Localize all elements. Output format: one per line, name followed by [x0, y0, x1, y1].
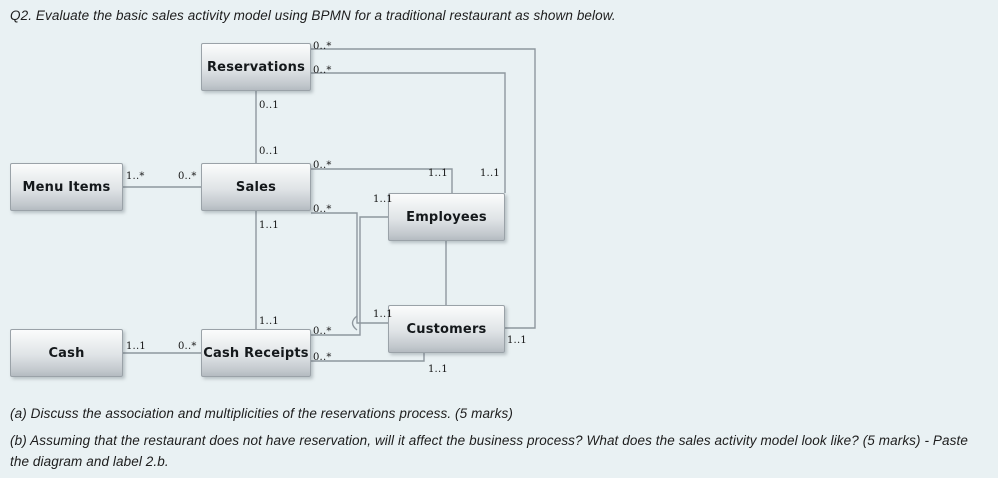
multiplicity-res-bottom: 0..1	[259, 100, 279, 111]
multiplicity-sales-right-top: 0..*	[313, 160, 332, 171]
multiplicity-cust-left: 1..1	[373, 309, 393, 320]
connector-line-hop	[351, 315, 358, 331]
entity-label-employees: Employees	[406, 209, 487, 225]
multiplicity-emp-top-right: 1..1	[480, 168, 500, 179]
connector-sales-to-customers	[311, 212, 388, 324]
multiplicity-res-right-bottom: 0..*	[313, 65, 332, 76]
multiplicity-cust-right: 1..1	[507, 335, 527, 346]
connector-reservations-to-customers	[311, 48, 536, 329]
multiplicity-cr-left: 0..*	[178, 341, 197, 352]
entity-box-menu-items[interactable]: Menu Items	[10, 163, 123, 211]
connector-reservations-to-employees	[311, 72, 506, 193]
multiplicity-sales-right-bottom: 0..*	[313, 204, 332, 215]
question-part-b: (b) Assuming that the restaurant does no…	[10, 433, 968, 469]
multiplicity-sales-bottom: 1..1	[259, 220, 279, 231]
multiplicity-cr-top: 1..1	[259, 316, 279, 327]
entity-label-cash-receipts: Cash Receipts	[203, 345, 309, 361]
entity-box-cash[interactable]: Cash	[10, 329, 123, 377]
diagram-connectors	[123, 48, 536, 362]
multiplicity-emp-left: 1..1	[373, 194, 393, 205]
entity-label-reservations: Reservations	[206, 59, 306, 75]
entity-label-cash: Cash	[48, 345, 85, 361]
multiplicity-sales-top: 0..1	[259, 146, 279, 157]
multiplicity-cr-right-bottom: 0..*	[313, 352, 332, 363]
connector-cash-receipts-to-customers	[311, 353, 425, 362]
entity-label-menu-items: Menu Items	[22, 179, 111, 195]
multiplicity-cash-right: 1..1	[126, 341, 146, 352]
multiplicity-menu-items-right: 1..*	[126, 171, 145, 182]
multiplicity-sales-left: 0..*	[178, 171, 197, 182]
multiplicity-emp-top-left: 1..1	[428, 168, 448, 179]
multiplicity-cr-right-top: 0..*	[313, 326, 332, 337]
multiplicity-res-right-top: 0..*	[313, 41, 332, 52]
entity-label-sales: Sales	[235, 179, 277, 195]
entity-box-sales[interactable]: Sales	[201, 163, 311, 211]
entity-label-customers: Customers	[406, 321, 487, 337]
multiplicity-cust-bottom: 1..1	[428, 364, 448, 375]
connector-cash-receipts-to-employees	[311, 216, 388, 336]
connector-sales-to-employees	[311, 168, 453, 193]
entity-box-reservations[interactable]: Reservations	[201, 43, 311, 91]
entity-box-employees[interactable]: Employees	[388, 193, 505, 241]
entity-box-customers[interactable]: Customers	[388, 305, 505, 353]
entity-box-cash-receipts[interactable]: Cash Receipts	[201, 329, 311, 377]
question-part-a: (a) Discuss the association and multipli…	[10, 406, 513, 421]
question-stem: Q2. Evaluate the basic sales activity mo…	[10, 8, 616, 23]
